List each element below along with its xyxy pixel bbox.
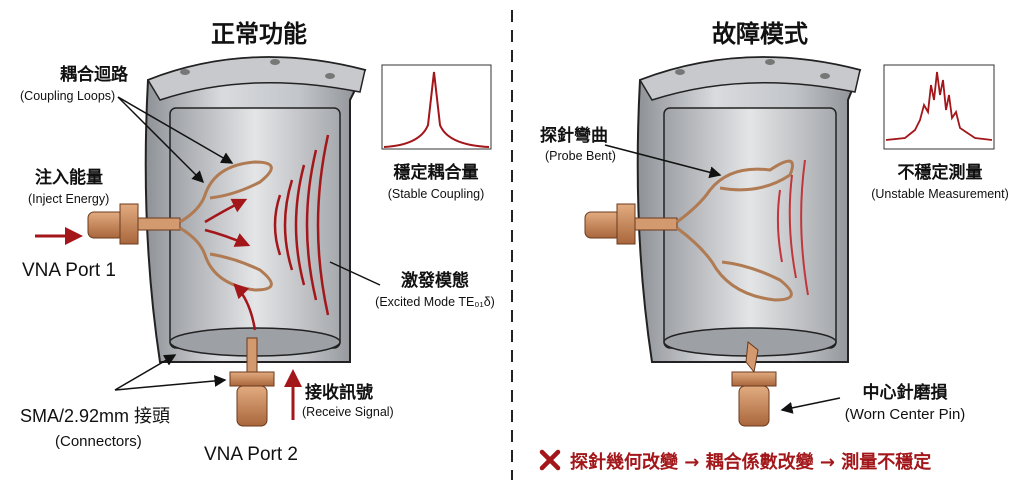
excited-mode-label: 激發模態 (401, 270, 469, 291)
port1-label: VNA Port 1 (22, 260, 116, 281)
unstable-sublabel: (Unstable Measurement) (871, 187, 1009, 201)
unstable-label: 不穩定測量 (898, 162, 983, 183)
label-pointers (114, 96, 381, 391)
cavity-body (144, 56, 367, 363)
failure-mode-panel: 故障模式 (539, 20, 1009, 473)
receive-signal-sublabel: (Receive Signal) (302, 405, 394, 419)
port1-connector (87, 203, 181, 245)
right-title: 故障模式 (712, 20, 808, 48)
unstable-measurement-chart (883, 64, 995, 150)
weak-field-lines (776, 159, 809, 296)
worn-pin-label: 中心針磨損 (863, 382, 949, 403)
label-pointers-failure (604, 144, 841, 414)
x-mark-icon (539, 449, 561, 471)
normal-function-panel: 正常功能 (20, 20, 495, 465)
stable-coupling-sublabel: (Stable Coupling) (388, 187, 485, 201)
inject-energy-label: 注入能量 (35, 167, 103, 188)
probe-bent-label: 探針彎曲 (540, 125, 608, 146)
port1-connector-failure (584, 203, 678, 245)
left-title: 正常功能 (211, 20, 307, 48)
port2-label: VNA Port 2 (204, 444, 298, 465)
inject-energy-sublabel: (Inject Energy) (28, 192, 109, 206)
worn-pin-sublabel: (Worn Center Pin) (845, 406, 966, 423)
probe-bent-sublabel: (Probe Bent) (545, 149, 616, 163)
connectors-sublabel: (Connectors) (55, 433, 142, 450)
coupling-loops (179, 160, 273, 292)
receive-signal-label: 接收訊號 (305, 382, 373, 403)
stable-coupling-chart (381, 64, 492, 150)
excited-mode-sublabel: (Excited Mode TE₀₁δ) (375, 295, 495, 309)
connectors-label: SMA/2.92mm 接頭 (20, 406, 170, 426)
coupling-loops-label: 耦合迴路 (60, 64, 129, 85)
coupling-loops-sublabel: (Coupling Loops) (20, 89, 115, 103)
stable-coupling-label: 穩定耦合量 (394, 162, 479, 183)
worn-port2-connector (731, 341, 777, 427)
energy-arrows (204, 134, 330, 331)
cavity-body-failure (636, 56, 862, 363)
bent-probe-loops (676, 159, 794, 302)
conclusion-text: 探針幾何改變 → 耦合係數改變 → 測量不穩定 (570, 451, 931, 473)
port2-connector (229, 337, 275, 427)
